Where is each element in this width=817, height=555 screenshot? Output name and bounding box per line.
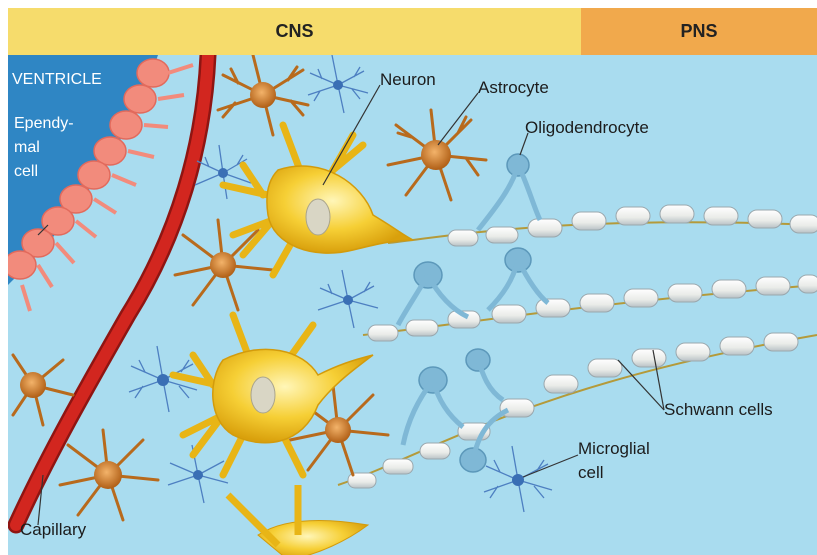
oligodendrocyte-label: Oligodendrocyte (525, 118, 649, 138)
astrocyte-label: Astrocyte (478, 78, 549, 98)
cns-header: CNS (8, 8, 581, 55)
microglial-cell-label: Microglial cell (578, 437, 668, 485)
ependymal-line-1: Ependy- (14, 115, 74, 132)
ependymal-line-2: mal (14, 139, 40, 156)
pns-label: PNS (680, 21, 717, 42)
glial-cells-illustration (8, 55, 817, 555)
neuron-label: Neuron (380, 70, 436, 90)
ependymal-cell-label: Ependy- mal cell (14, 112, 104, 184)
cns-label: CNS (275, 21, 313, 42)
microglial-line-1: Microglial (578, 439, 650, 458)
ventricle-label: VENTRICLE (12, 70, 102, 90)
schwann-cells-label: Schwann cells (664, 400, 773, 420)
pns-header: PNS (581, 8, 817, 55)
microglial-line-2: cell (578, 463, 604, 482)
ependymal-line-3: cell (14, 163, 38, 180)
capillary-label: Capillary (20, 520, 86, 540)
